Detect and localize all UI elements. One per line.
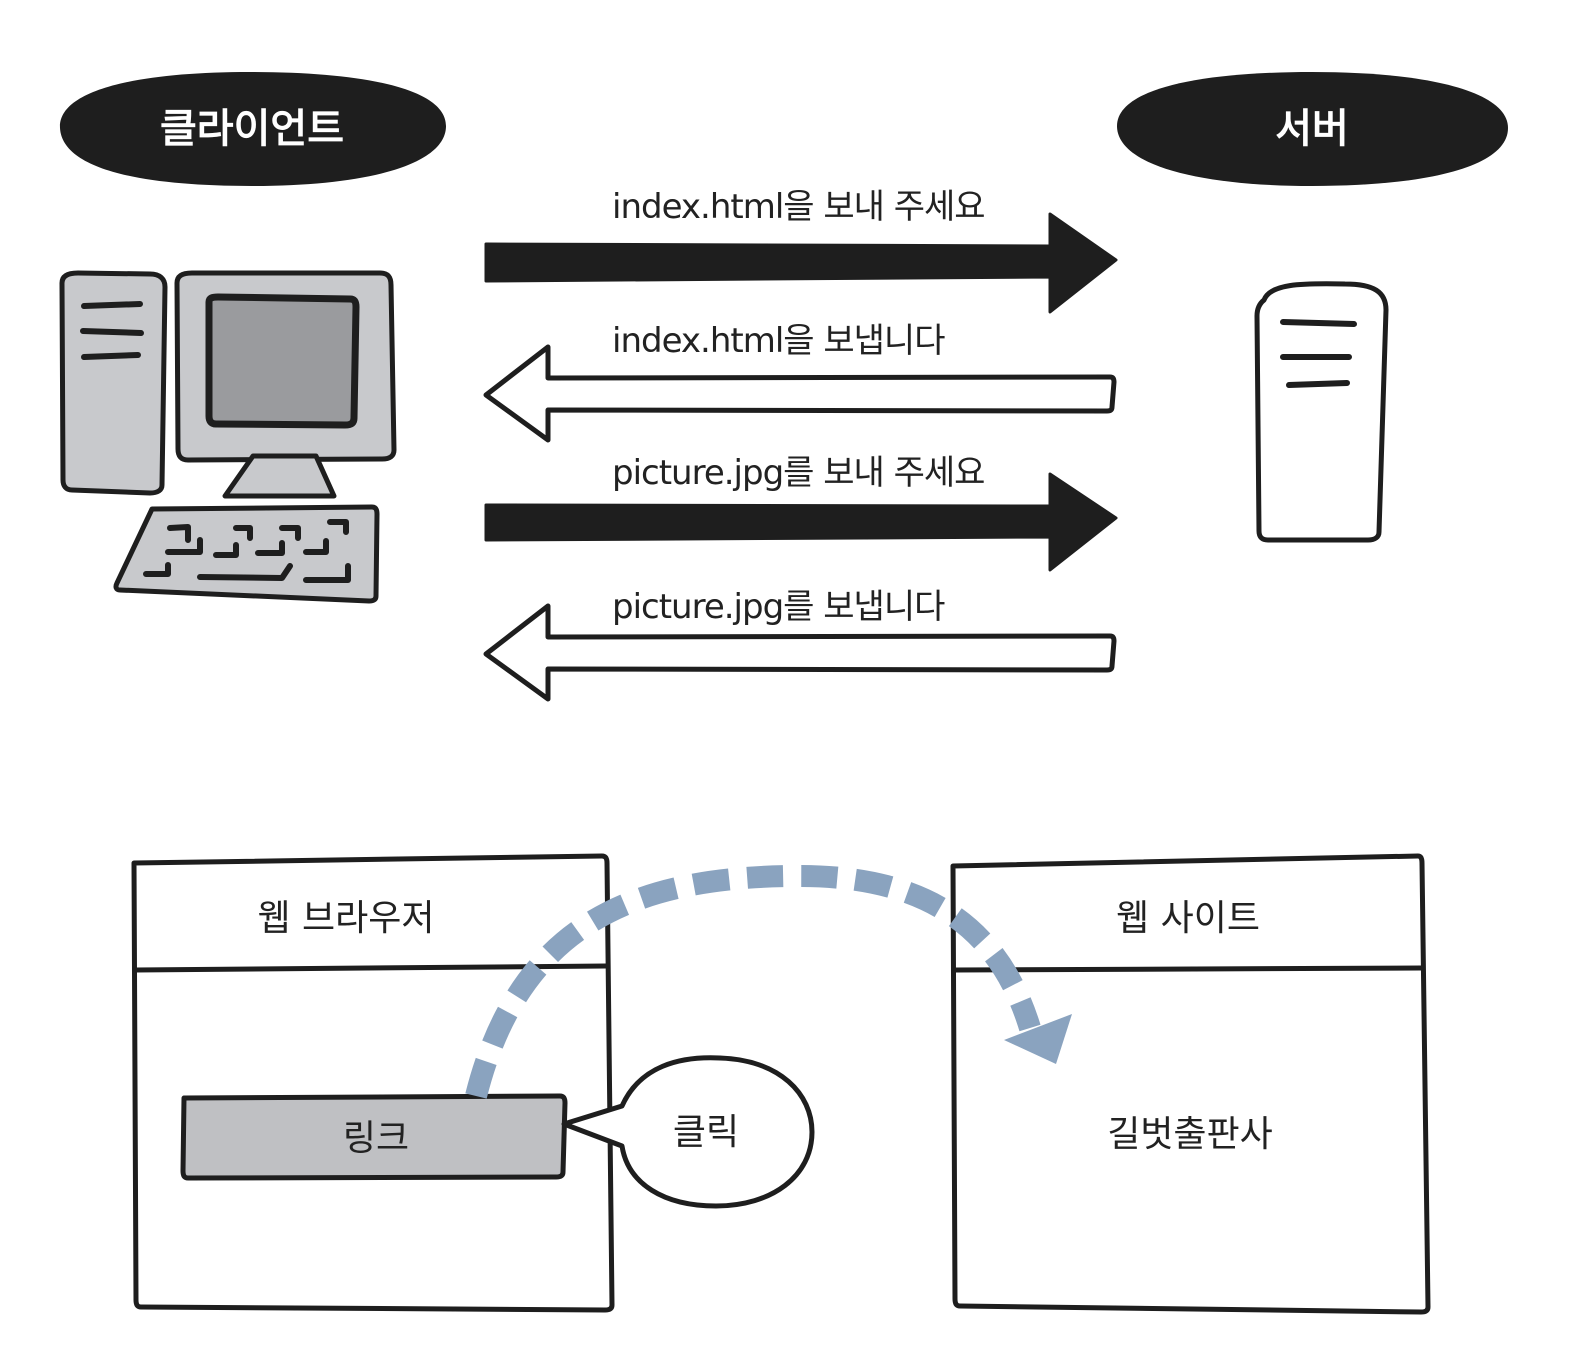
message-4-label: picture.jpg를 보냅니다	[612, 587, 945, 627]
navigation-arrow	[465, 864, 1072, 1099]
server-label: 서버	[1275, 106, 1349, 152]
link-label: 링크	[343, 1118, 409, 1159]
website-window	[950, 853, 1431, 1315]
request-arrow	[484, 212, 1118, 314]
click-label: 클릭	[673, 1112, 739, 1153]
browser-title: 웹 브라우저	[257, 898, 434, 939]
response-arrow	[483, 344, 1117, 443]
response-arrow	[483, 603, 1117, 702]
message-3: picture.jpg를 보내 주세요	[484, 453, 1118, 572]
message-3-label: picture.jpg를 보내 주세요	[612, 453, 984, 493]
link-button[interactable]: 링크	[180, 1093, 568, 1181]
client-pill: 클라이언트	[59, 72, 446, 186]
web-browser-window	[131, 853, 615, 1313]
message-1-label: index.html을 보내 주세요	[612, 187, 985, 227]
message-2-label: index.html을 보냅니다	[612, 321, 945, 361]
message-2: index.html을 보냅니다	[483, 321, 1117, 443]
client-label: 클라이언트	[160, 106, 344, 152]
message-1: index.html을 보내 주세요	[484, 187, 1118, 314]
server-pill: 서버	[1117, 72, 1508, 186]
click-callout: 클릭	[561, 1055, 815, 1209]
site-title: 웹 사이트	[1116, 898, 1260, 939]
site-content: 길벗출판사	[1107, 1114, 1273, 1155]
message-4: picture.jpg를 보냅니다	[483, 587, 1117, 702]
desktop-computer-icon	[59, 270, 397, 604]
request-arrow	[484, 472, 1118, 572]
server-tower-icon	[1254, 281, 1389, 543]
